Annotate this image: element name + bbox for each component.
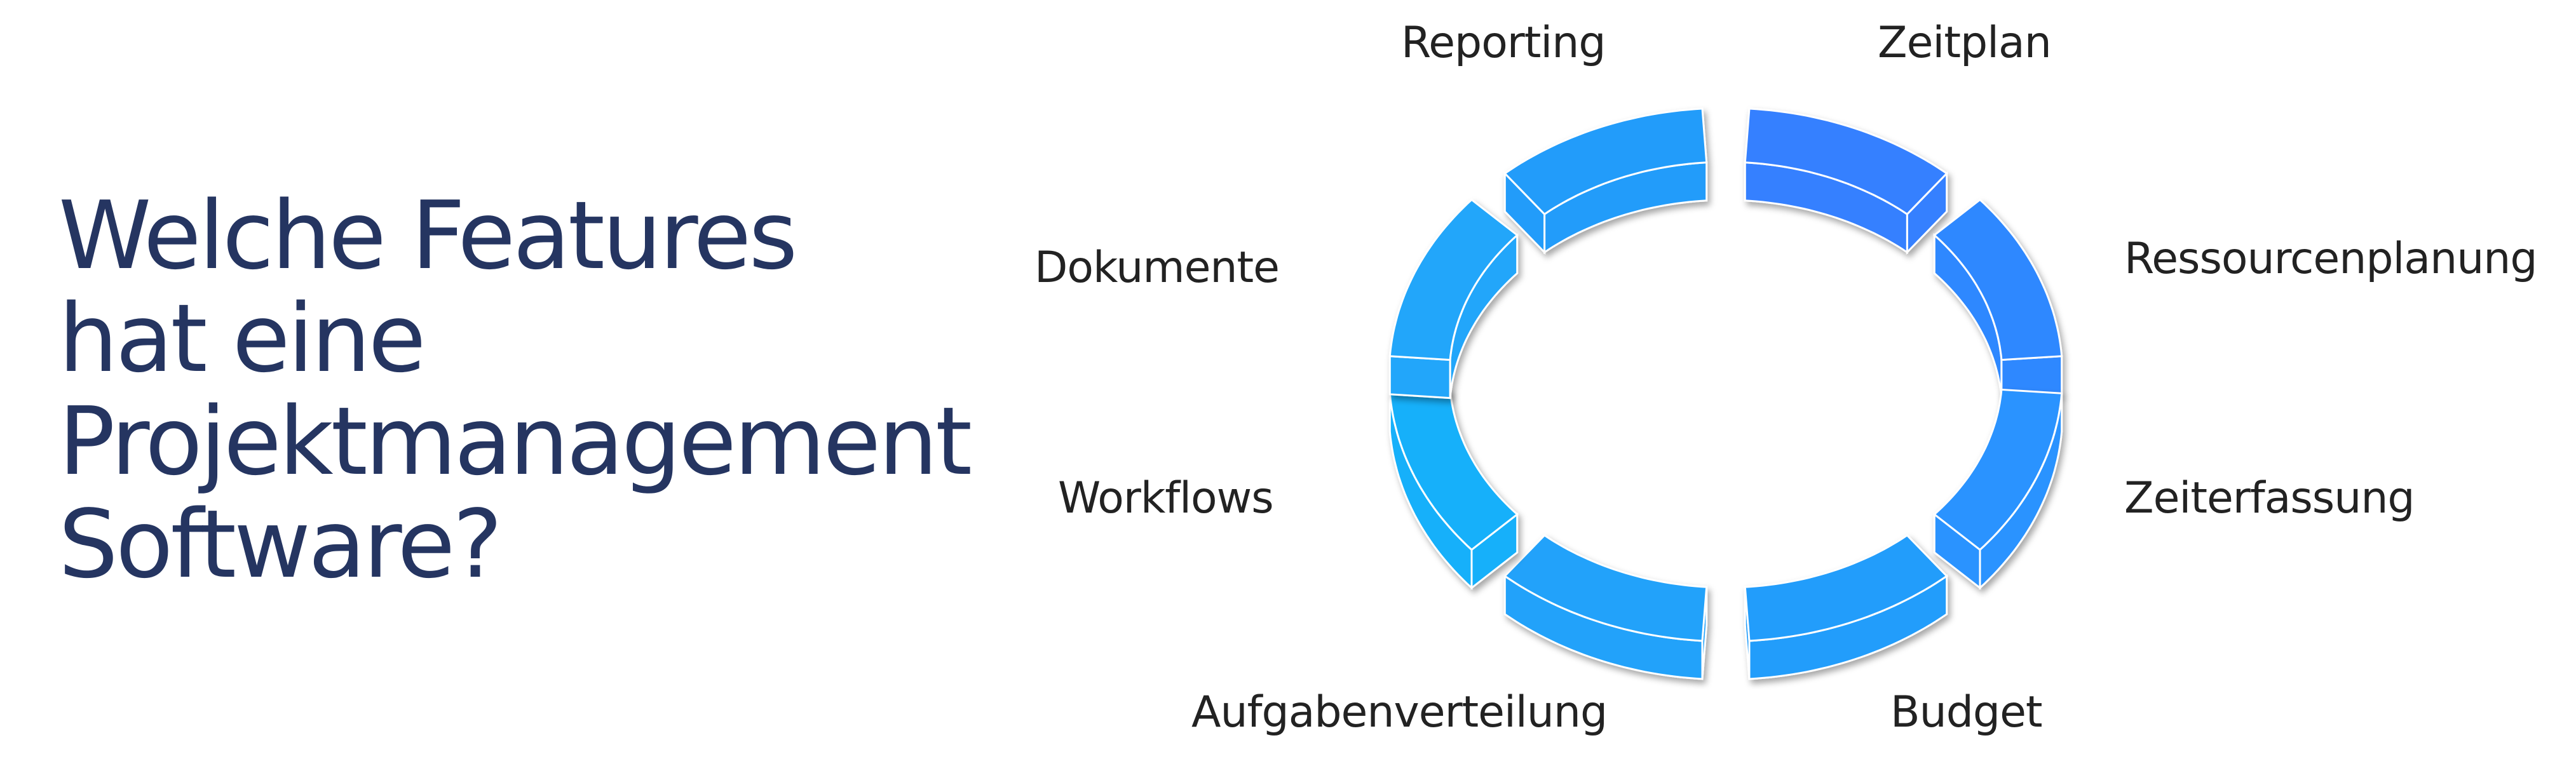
- segment-top: [1503, 534, 1708, 642]
- title-line: Projektmanagement: [58, 387, 972, 496]
- segment-top: [1388, 198, 1519, 361]
- cycle-segment: [1503, 534, 1708, 680]
- segment-top: [1932, 198, 2063, 361]
- cycle-segment: [1744, 534, 1949, 680]
- label-zeitplan: Zeitplan: [1878, 18, 2052, 68]
- slide-title: Welche Features hat eine Projektmanageme…: [58, 181, 972, 599]
- segment-top: [1744, 107, 1949, 216]
- label-aufgabenverteilung: Aufgabenverteilung: [1191, 687, 1608, 737]
- title-line: hat eine: [58, 284, 426, 393]
- label-reporting: Reporting: [1401, 18, 1606, 68]
- cycle-segment: [1503, 107, 1708, 255]
- cycle-segment: [1932, 388, 2063, 590]
- label-budget: Budget: [1890, 687, 2043, 737]
- cycle-segment: [1388, 198, 1519, 400]
- cycle-segment: [1388, 388, 1519, 590]
- title-line: Software?: [58, 490, 503, 599]
- label-dokumente: Dokumente: [1034, 243, 1280, 293]
- segment-top: [1503, 107, 1708, 216]
- segment-end-cap: [1388, 355, 1451, 400]
- cycle-segment: [1744, 107, 1949, 255]
- title-line: Welche Features: [58, 181, 797, 290]
- label-zeiterfassung: Zeiterfassung: [2124, 473, 2415, 523]
- label-workflows: Workflows: [1058, 473, 1274, 523]
- segment-top: [1932, 388, 2063, 551]
- segment-top: [1744, 534, 1949, 642]
- label-ressourcenplanung: Ressourcenplanung: [2124, 234, 2538, 284]
- cycle-segment: [1932, 198, 2063, 400]
